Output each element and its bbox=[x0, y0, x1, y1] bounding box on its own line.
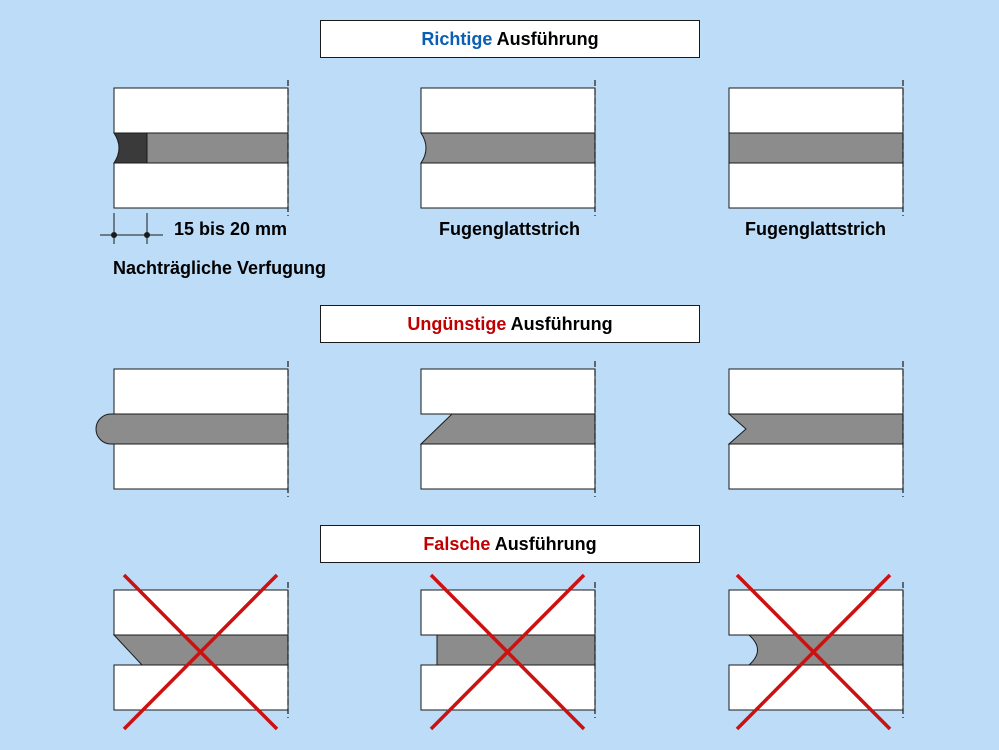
dimension-marker bbox=[100, 213, 163, 244]
brick-bottom bbox=[420, 443, 596, 490]
joint-correct-concave bbox=[420, 80, 596, 216]
section-title-unfavorable: Ungünstige Ausführung bbox=[320, 305, 700, 343]
title-rest-wrong: Ausführung bbox=[490, 533, 597, 554]
joint-correct-flush bbox=[728, 80, 904, 216]
brick-top bbox=[420, 368, 596, 415]
mortar-pointing bbox=[113, 132, 148, 164]
subsequent-joint-label: Nachträgliche Verfugung bbox=[113, 258, 327, 278]
title-accent-wrong: Falsche bbox=[423, 533, 491, 554]
mortar-bed bbox=[419, 413, 596, 445]
smooth-joint-label-1: Fugenglattstrich bbox=[439, 219, 581, 239]
title-rest-unfavorable: Ausführung bbox=[506, 313, 613, 334]
joint-unfavorable-sloped bbox=[419, 361, 596, 497]
section-title-correct: Richtige Ausführung bbox=[320, 20, 700, 58]
cross-mark bbox=[735, 573, 892, 731]
mortar-bed bbox=[95, 413, 289, 445]
mortar-bed bbox=[728, 132, 904, 164]
brick-top bbox=[728, 589, 904, 636]
joint-unfavorable-v bbox=[727, 361, 904, 497]
brick-top bbox=[728, 368, 904, 415]
brick-top bbox=[420, 87, 596, 134]
joint-correct-subsequent bbox=[100, 80, 289, 244]
brick-bottom bbox=[113, 664, 289, 711]
brick-bottom bbox=[420, 162, 596, 209]
brick-bottom bbox=[420, 664, 596, 711]
title-accent-unfavorable: Ungünstige bbox=[407, 313, 507, 334]
brick-top bbox=[420, 589, 596, 636]
mortar-bed bbox=[146, 132, 289, 164]
joint-wrong-inverse-slope bbox=[112, 573, 289, 731]
brick-top bbox=[113, 87, 289, 134]
dimension-label: 15 bis 20 mm bbox=[174, 219, 288, 239]
brick-top bbox=[113, 368, 289, 415]
brick-bottom bbox=[728, 664, 904, 711]
brick-bottom bbox=[728, 443, 904, 490]
title-accent-correct: Richtige bbox=[421, 28, 493, 49]
joint-wrong-recessed bbox=[420, 573, 596, 731]
title-rest-correct: Ausführung bbox=[492, 28, 599, 49]
joint-unfavorable-protruding bbox=[95, 361, 289, 497]
mortar-bed bbox=[420, 132, 596, 164]
brick-bottom bbox=[728, 162, 904, 209]
smooth-joint-label-2: Fugenglattstrich bbox=[745, 219, 887, 239]
section-title-wrong: Falsche Ausführung bbox=[320, 525, 700, 563]
cross-mark bbox=[429, 573, 586, 731]
brick-bottom bbox=[113, 443, 289, 490]
brick-top bbox=[728, 87, 904, 134]
mortar-bed bbox=[727, 413, 904, 445]
joint-wrong-deep-concave bbox=[728, 573, 904, 731]
brick-bottom bbox=[113, 162, 289, 209]
brick-top bbox=[113, 589, 289, 636]
cross-mark bbox=[122, 573, 279, 731]
